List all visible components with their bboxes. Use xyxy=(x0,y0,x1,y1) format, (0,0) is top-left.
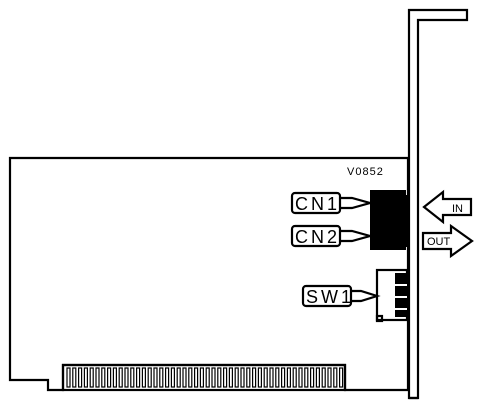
edge-finger xyxy=(130,367,135,388)
edge-finger xyxy=(106,367,112,388)
edge-finger xyxy=(315,367,320,388)
edge-finger xyxy=(339,367,344,388)
edge-finger xyxy=(269,367,274,388)
edge-finger xyxy=(263,367,268,388)
edge-finger xyxy=(118,367,123,388)
edge-finger xyxy=(147,367,152,388)
edge-finger xyxy=(112,367,118,388)
edge-finger xyxy=(252,367,257,388)
edge-finger xyxy=(211,367,216,388)
in-arrow-label: IN xyxy=(452,203,463,215)
out-arrow-label: OUT xyxy=(427,236,451,248)
cn1-callout: CN1 xyxy=(290,191,375,215)
edge-finger xyxy=(170,367,175,388)
edge-finger xyxy=(199,367,204,388)
edge-finger xyxy=(333,367,338,388)
edge-finger xyxy=(281,367,286,388)
sw1-callout: SW1 xyxy=(301,284,381,308)
edge-finger xyxy=(72,367,77,388)
edge-finger xyxy=(298,367,303,388)
edge-finger xyxy=(205,367,210,388)
edge-finger xyxy=(223,367,228,388)
edge-finger xyxy=(124,367,129,388)
in-arrow: IN xyxy=(422,189,473,225)
edge-finger xyxy=(101,367,106,388)
cn1-label: CN1 xyxy=(295,194,340,214)
cn2-label: CN2 xyxy=(295,227,340,247)
connector-block xyxy=(370,190,410,250)
edge-connector xyxy=(61,363,347,392)
edge-finger xyxy=(234,367,239,388)
edge-finger xyxy=(95,367,100,388)
edge-finger xyxy=(153,367,158,388)
edge-finger xyxy=(257,367,262,388)
edge-finger xyxy=(176,367,181,388)
edge-finger xyxy=(327,367,332,388)
edge-finger xyxy=(246,367,251,388)
cn2-callout: CN2 xyxy=(290,224,375,248)
edge-finger xyxy=(77,367,83,388)
edge-finger xyxy=(194,367,199,388)
edge-finger xyxy=(141,367,146,388)
edge-finger xyxy=(83,367,89,388)
edge-finger xyxy=(66,367,71,388)
circuit-board xyxy=(8,156,410,392)
edge-finger xyxy=(188,367,193,388)
edge-finger xyxy=(240,367,245,388)
edge-finger xyxy=(310,367,315,388)
board-code-label: V0852 xyxy=(347,166,384,178)
edge-finger xyxy=(165,367,170,388)
edge-connector-fingers xyxy=(66,367,344,388)
mounting-bracket xyxy=(407,8,469,400)
edge-finger xyxy=(136,367,141,388)
edge-finger xyxy=(286,367,291,388)
edge-finger xyxy=(89,367,94,388)
edge-finger xyxy=(321,367,326,388)
edge-finger xyxy=(275,367,280,388)
edge-finger xyxy=(228,367,233,388)
edge-finger xyxy=(292,367,297,388)
edge-finger xyxy=(159,367,164,388)
edge-finger xyxy=(182,367,187,388)
edge-finger xyxy=(217,367,222,388)
edge-finger xyxy=(304,367,309,388)
sw1-switch xyxy=(375,268,409,323)
sw1-label: SW1 xyxy=(306,287,354,307)
out-arrow: OUT xyxy=(421,223,474,259)
